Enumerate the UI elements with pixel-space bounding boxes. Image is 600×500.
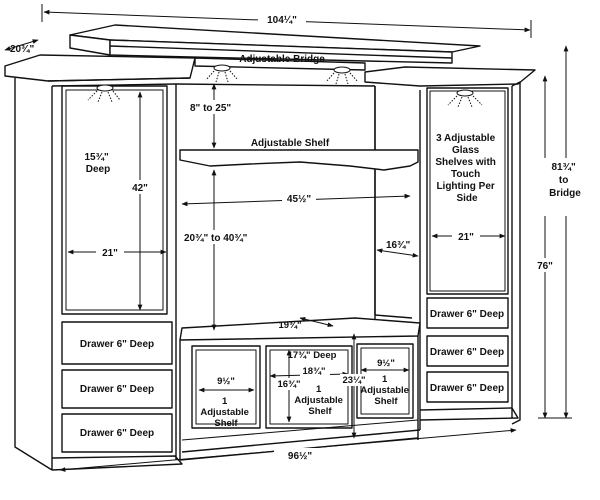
drawer-left-1-label: Drawer 6" Deep <box>80 339 154 350</box>
bridge-gap-label: 8" to 25" <box>190 103 231 114</box>
dimension-labels: 104¼" 20¾" 81¾" to Bridge 76" 96½" Adjus… <box>10 12 588 462</box>
drawer-right-1-label: Drawer 6" Deep <box>430 309 504 320</box>
side-height-label: 76" <box>537 261 553 272</box>
drawer-labels: Drawer 6" Deep Drawer 6" Deep Drawer 6" … <box>80 309 504 439</box>
left-height-label: 42" <box>132 183 148 194</box>
adjustable-bridge-label: Adjustable Bridge <box>239 54 325 65</box>
puck-lights <box>87 64 483 108</box>
console-height-label: 23¼" <box>343 375 366 386</box>
counter-depth-label: 19¾" <box>279 320 302 331</box>
drawer-right-2-label: Drawer 6" Deep <box>430 347 504 358</box>
height-to-bridge-label: 81¾" to Bridge <box>549 162 581 199</box>
drawer-left-2-label: Drawer 6" Deep <box>80 384 154 395</box>
console-center-depth-label: 17¾" Deep <box>288 350 337 361</box>
console-left-door-width-label: 9½" <box>217 376 235 387</box>
right-width-label: 21" <box>458 232 474 243</box>
adjustable-shelf-label: Adjustable Shelf <box>251 138 330 149</box>
console-right-door-note: 1 Adjustable Shelf <box>360 374 411 407</box>
right-tower <box>364 66 536 430</box>
light-bridge-left <box>205 64 239 83</box>
drawer-right-3-label: Drawer 6" Deep <box>430 383 504 394</box>
light-left-tower <box>87 84 121 103</box>
console-right-door-width-label: 9½" <box>377 358 395 369</box>
right-depth-label: 16¾" <box>386 240 410 251</box>
console-center-note: 1 Adjustable Shelf <box>294 384 345 417</box>
console-center-height-label: 16¾" <box>278 379 301 390</box>
light-bridge-right <box>325 66 359 85</box>
center-height-label: 20¾" to 40¾" <box>184 233 248 244</box>
left-depth-label: 15¾" Deep <box>85 152 112 175</box>
left-tower <box>4 54 196 471</box>
console-left-door-note: 1 Adjustable Shelf <box>200 396 251 429</box>
center-width-label: 45½" <box>287 194 311 205</box>
right-glass-shelves-note: 3 Adjustable Glass Shelves with Touch Li… <box>435 133 498 204</box>
left-width-label: 21" <box>102 248 118 259</box>
side-depth-label: 20¾" <box>10 44 34 55</box>
center-opening <box>175 83 419 319</box>
console-center-width-label: 18¾" <box>303 366 326 377</box>
light-right-tower <box>447 89 483 108</box>
drawer-left-3-label: Drawer 6" Deep <box>80 428 154 439</box>
overall-width-label: 104¼" <box>267 15 297 26</box>
bottom-width-label: 96½" <box>288 451 312 462</box>
